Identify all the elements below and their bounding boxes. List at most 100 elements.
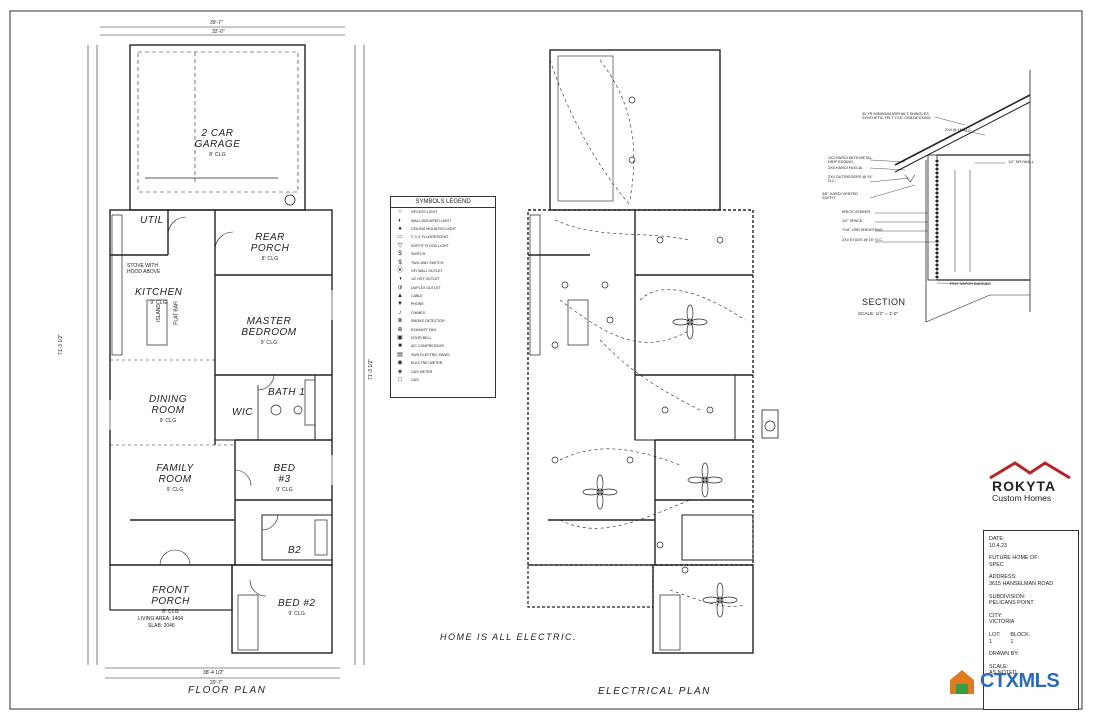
- legend-item: ▲ CABLE: [391, 292, 495, 300]
- legend-item-label: GAS METER: [411, 369, 433, 374]
- legend-item: ⦿GFI WALL OUTLET: [391, 267, 495, 275]
- electrical-plan-drawing: [527, 49, 779, 654]
- legend-item-label: CHIMES: [411, 310, 425, 315]
- mls-watermark-mark: [950, 670, 974, 694]
- room-b2: B2: [288, 545, 302, 556]
- legend-symbol-icon: ▽: [397, 242, 403, 249]
- symbols-legend: SYMBOLS LEGEND ○RECESS LIGHT◐ WALL MOUNTE…: [390, 196, 496, 398]
- legend-item-label: SOFFIT FLOOD LIGHT: [411, 243, 449, 248]
- legend-symbol-icon: ▼: [397, 301, 403, 308]
- legend-item: ♪ CHIMES: [391, 309, 495, 317]
- legend-item: ▣DOOR BELL: [391, 334, 495, 342]
- legend-item-label: TWO-WAY SWITCH: [411, 260, 444, 265]
- floor-plan-title: FLOOR PLAN: [188, 685, 267, 696]
- legend-item-label: DUPLEX OUTLET: [411, 285, 441, 290]
- electrical-plan-title: ELECTRICAL PLAN: [598, 686, 711, 697]
- legend-item: ▤ SWS ELECTRIC PANEL: [391, 351, 495, 359]
- legend-symbol-icon: ▤: [397, 351, 403, 358]
- legend-symbol-icon: ⊗: [397, 318, 403, 325]
- legend-item: ● CEILING MOUNTED LIGHT: [391, 225, 495, 233]
- legend-item: ■A/C COMPRESSOR: [391, 342, 495, 350]
- legend-item-label: 2' X 4' FLUORESCENT: [411, 235, 449, 240]
- section-callout: BRICK VENEER: [842, 210, 871, 214]
- legend-item-label: PHONE: [411, 302, 424, 307]
- legend-item-label: CEILING MOUNTED LIGHT: [411, 226, 457, 231]
- legend-item: ⊗ SMOKE DETECTOR: [391, 317, 495, 325]
- legend-item: ▽ SOFFIT FLOOD LIGHT: [391, 242, 495, 250]
- legend-item-label: CABLE: [411, 294, 423, 299]
- tb-future-home: FUTURE HOME OF:SPEC: [989, 555, 1040, 568]
- wall-section-drawing: [869, 70, 1031, 323]
- section-callout: 7/16" OSB SHEATHING: [842, 228, 883, 232]
- note-island: ISLAND: [156, 303, 163, 323]
- legend-list: ○RECESS LIGHT◐ WALL MOUNTED LIGHT ● CEILING…: [391, 208, 495, 384]
- section-callout: FELT VAPOR BARRIER: [950, 282, 991, 286]
- legend-symbol-icon: ⦶: [397, 284, 403, 291]
- legend-item: $ SWITCH: [391, 250, 495, 258]
- legend-item-label: SWITCH: [411, 252, 426, 257]
- note-living-area: LIVING AREA: 1404: [138, 616, 184, 622]
- section-callout: 2X4 OUTRIGGERS @ 24" O.C.: [828, 175, 873, 184]
- tb-address: ADDRESS:3615 HANSELMAN ROAD: [989, 574, 1054, 587]
- legend-item: ○RECESS LIGHT: [391, 208, 495, 216]
- dim-left: 71'-3 1/2": [58, 333, 64, 355]
- legend-symbol-icon: ■: [398, 343, 402, 350]
- legend-item: ◐ WALL MOUNTED LIGHT: [391, 216, 495, 224]
- section-callout: 30 YR MINIMUM ASPHALT SHINGLES SYNTHETIC…: [862, 112, 931, 121]
- legend-item: ▭ 2' X 4' FLUORESCENT: [391, 233, 495, 241]
- legend-symbol-icon: ◐: [398, 217, 402, 224]
- legend-symbol-icon: ●: [398, 225, 402, 232]
- legend-item-label: WALL MOUNTED LIGHT: [411, 218, 452, 223]
- section-callout: 2X4 @ 16" O.C.: [945, 128, 973, 132]
- legend-symbol-icon: □: [398, 377, 402, 383]
- note-stove: STOVE WITH HOOD ABOVE: [127, 263, 161, 275]
- section-callout: 1X2 HARDI WITH METAL DRIP EDGING: [828, 156, 872, 165]
- title-block: DATE:10.4.23 FUTURE HOME OF:SPEC ADDRESS…: [983, 530, 1079, 710]
- legend-title: SYMBOLS LEGEND: [391, 197, 495, 208]
- room-util: UTIL: [140, 215, 164, 226]
- legend-symbol-icon: ◉: [397, 360, 403, 367]
- section-title: SECTION: [862, 297, 906, 307]
- legend-item: ⊕EXHAUST FAN: [391, 325, 495, 333]
- logo-mark: [989, 461, 1071, 480]
- section-callout: 2X4 STUDS @ 16" O.C.: [842, 238, 884, 242]
- legend-item: ▼ PHONE: [391, 300, 495, 308]
- dim-bottom: 38'-4 1/2": [203, 670, 225, 676]
- legend-item-label: SWS ELECTRIC PANEL: [411, 352, 451, 357]
- rokyta-logo: ROKYTA Custom Homes: [988, 458, 1076, 504]
- legend-symbol-icon: ◈: [397, 368, 403, 375]
- legend-symbol-icon: $: [398, 259, 402, 266]
- legend-symbol-icon: ⦿: [396, 267, 403, 274]
- legend-item: ◑1/2 HOT OUTLET: [391, 275, 495, 283]
- section-callout: 2X6 HARDI FASCIA: [828, 166, 863, 170]
- legend-symbol-icon: $: [398, 251, 402, 258]
- dim-top-a: 32'-0": [212, 29, 225, 35]
- legend-item: $ TWO-WAY SWITCH: [391, 258, 495, 266]
- legend-symbol-icon: ⊕: [397, 326, 403, 333]
- legend-symbol-icon: ▣: [397, 335, 403, 342]
- section-scale: SCALE: 1/2" = 1'-0": [858, 311, 899, 316]
- section-callout: 3/8" HARDI VENTED SOFFIT: [822, 192, 858, 201]
- legend-symbol-icon: ▭: [397, 234, 403, 241]
- tb-city: CITY:VICTORIA: [989, 612, 1015, 626]
- legend-item: □ GAS: [391, 376, 495, 384]
- tb-scale: SCALE:AS NOTED: [989, 663, 1017, 677]
- legend-symbol-icon: ○: [398, 209, 402, 216]
- room-bath1: BATH 1: [268, 387, 306, 398]
- legend-item-label: GAS: [411, 378, 419, 382]
- ctxmls-watermark: CTXMLS: [950, 668, 1074, 698]
- legend-item: ⦶ DUPLEX OUTLET: [391, 284, 495, 292]
- legend-symbol-icon: ♪: [398, 309, 402, 316]
- note-slab: SLAB: 2046: [148, 623, 175, 629]
- legend-symbol-icon: ▲: [397, 293, 403, 300]
- legend-item-label: SMOKE DETECTOR: [411, 319, 445, 324]
- floor-plan-drawing: [87, 26, 365, 679]
